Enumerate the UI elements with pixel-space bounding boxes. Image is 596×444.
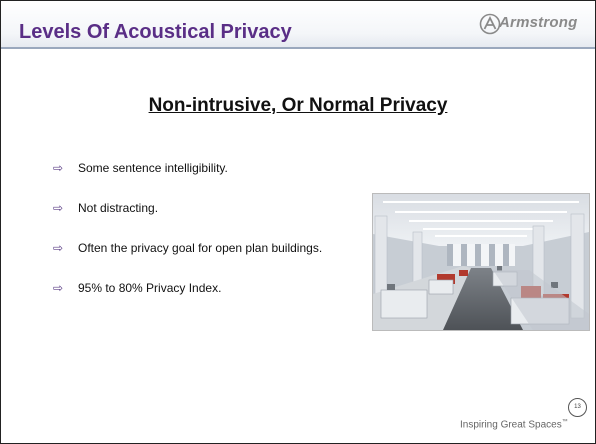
office-photo [372,193,590,331]
slide-title: Levels Of Acoustical Privacy [19,21,292,43]
arrow-right-icon: ⇨ [53,161,64,175]
page-number: 13 [568,398,587,417]
bullet-text: 95% to 80% Privacy Index. [78,281,222,295]
bullet-text: Not distracting. [78,201,159,215]
armstrong-logo-icon [479,13,501,35]
tagline-text: Inspiring Great Spaces [460,419,562,431]
slide-header: Levels Of Acoustical Privacy Armstrong [1,1,595,47]
bullet-text: Often the privacy goal for open plan bui… [78,241,323,255]
trademark-mark: ™ [561,419,568,425]
arrow-right-icon: ⇨ [53,281,64,295]
slide-subtitle: Non-intrusive, Or Normal Privacy [148,95,448,116]
list-item: ⇨ Some sentence intelligibility. [53,161,343,175]
armstrong-logo: Armstrong [479,13,579,35]
arrow-right-icon: ⇨ [53,241,64,255]
logo-wordmark: Armstrong [499,14,578,31]
bullet-list: ⇨ Some sentence intelligibility. ⇨ Not d… [53,161,343,295]
tagline: Inspiring Great Spaces™ [460,419,568,430]
bullet-text: Some sentence intelligibility. [78,161,228,175]
header-divider [1,47,595,49]
list-item: ⇨ 95% to 80% Privacy Index. [53,281,343,295]
list-item: ⇨ Not distracting. [53,201,343,215]
list-item: ⇨ Often the privacy goal for open plan b… [53,241,343,255]
arrow-right-icon: ⇨ [53,201,64,215]
